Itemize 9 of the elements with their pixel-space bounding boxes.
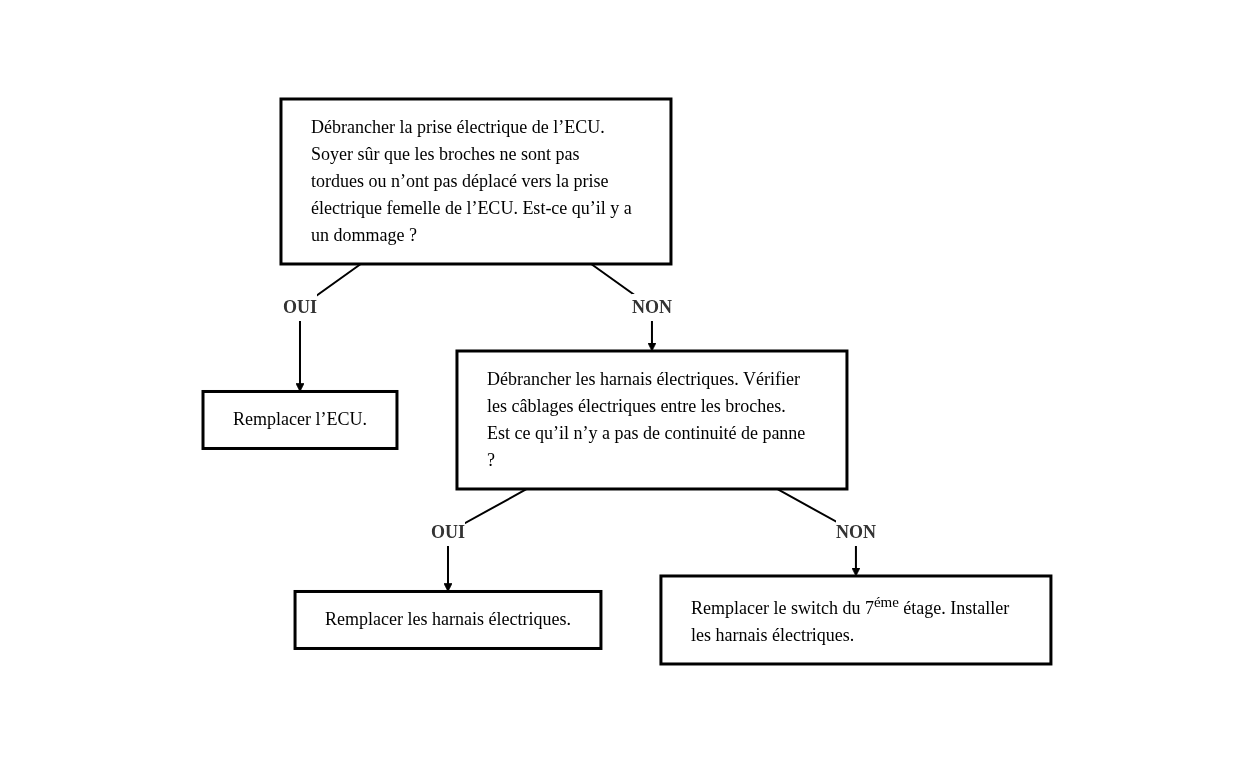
node-box: Débrancher les harnais électriques. Vérifier les câblages électriques entre les broches. Est ce qu’il n’y a pas de continuité de panne ? <box>455 349 848 491</box>
node-box: Remplacer l’ECU. <box>201 390 398 450</box>
edge-label: OUI <box>430 521 465 542</box>
node-box: Remplacer le switch du 7$^{éme}$ étage. Installer les harnais électriques. <box>658 574 1052 666</box>
node-box: Débrancher la prise électrique de l’ECU. Soyer sûr que les broches ne sont pas tordues ou n’ont pas déplacé vers la prise électrique femelle de l’ECU. Est-ce qu’il y a un dommage ? <box>279 97 672 266</box>
edge-label: NON <box>835 521 876 542</box>
edge-label: OUI <box>282 296 317 317</box>
node-box: Remplacer les harnais électriques. <box>293 590 602 650</box>
edge-label: NON <box>631 296 672 317</box>
